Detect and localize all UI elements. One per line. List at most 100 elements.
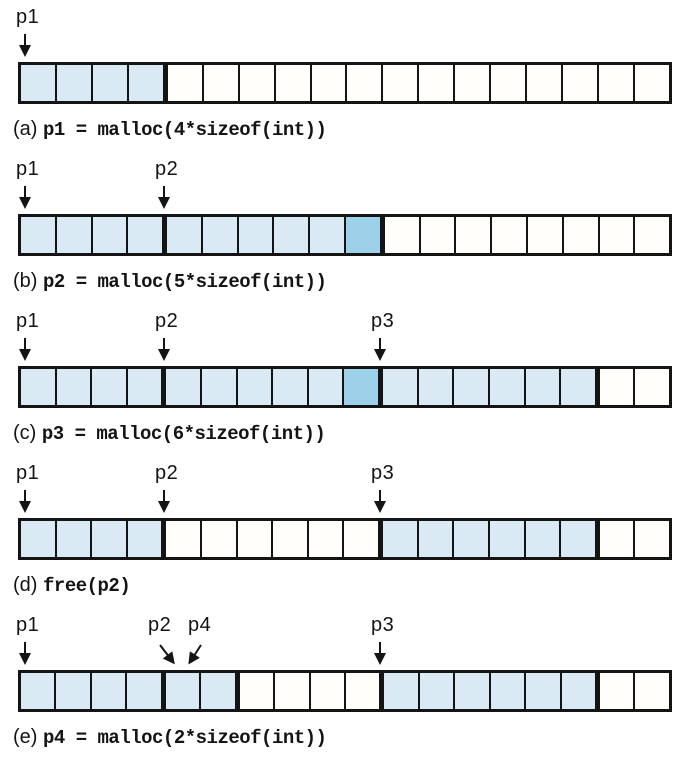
memory-cell-allocated <box>56 217 93 253</box>
memory-cell-free <box>527 65 564 101</box>
memory-cell-free <box>456 217 493 253</box>
caption: (a) p1 = malloc(4*sizeof(int)) <box>13 117 686 142</box>
memory-cell-allocated <box>202 369 238 405</box>
memory-cell-free <box>492 217 528 253</box>
pointer-arrows <box>19 490 386 513</box>
caption-code: p4 = malloc(2*sizeof(int)) <box>43 727 327 749</box>
memory-cell-allocated <box>383 521 419 557</box>
memory-cell-free <box>527 217 564 253</box>
memory-cell-free <box>563 65 599 101</box>
caption-index: (a) <box>13 118 38 140</box>
memory-cell-allocated <box>561 369 600 405</box>
memory-cell-free <box>310 673 346 709</box>
memory-cell-allocated <box>274 217 311 253</box>
memory-cell-free <box>635 217 670 253</box>
memory-cell-padding <box>344 369 384 405</box>
memory-cell-allocated <box>128 217 168 253</box>
pointer-label-p1: p1 <box>16 462 40 484</box>
memory-cell-free <box>491 65 528 101</box>
memory-cell-free <box>599 65 635 101</box>
memory-cell-padding <box>346 217 385 253</box>
pointer-label-p1: p1 <box>16 310 40 332</box>
memory-cell-allocated <box>561 673 600 709</box>
memory-cell-allocated <box>489 369 526 405</box>
memory-cell-free <box>166 521 203 557</box>
memory-array <box>18 518 672 560</box>
caption: (e) p4 = malloc(2*sizeof(int)) <box>13 725 686 750</box>
memory-cell-free <box>635 369 669 405</box>
memory-cell-free <box>599 369 636 405</box>
memory-cell-allocated <box>56 521 93 557</box>
memory-cell-allocated <box>91 673 128 709</box>
pointer-layer: p1 <box>0 4 686 62</box>
memory-cell-allocated <box>525 369 562 405</box>
memory-cell-free <box>345 673 385 709</box>
memory-cell-allocated <box>525 521 562 557</box>
memory-cell-allocated <box>310 217 347 253</box>
memory-cell-allocated <box>561 521 600 557</box>
memory-cell-allocated <box>127 673 166 709</box>
memory-array <box>18 214 672 256</box>
memory-cell-allocated <box>56 65 93 101</box>
caption-index: (c) <box>13 422 37 444</box>
memory-array <box>18 62 672 104</box>
memory-cell-allocated <box>455 673 491 709</box>
memory-cell-allocated <box>383 369 419 405</box>
memory-cell-free <box>600 673 636 709</box>
pointer-arrow-p4 <box>188 644 202 665</box>
memory-cell-allocated <box>92 65 129 101</box>
memory-cell-free <box>635 673 669 709</box>
memory-cell-free <box>455 65 492 101</box>
pointer-arrows <box>19 338 386 361</box>
pointer-label-p1: p1 <box>16 614 40 636</box>
memory-cell-allocated <box>384 673 420 709</box>
memory-cell-free <box>347 65 384 101</box>
memory-cell-allocated <box>21 673 57 709</box>
caption-code: free(p2) <box>43 575 131 597</box>
memory-cell-allocated <box>454 521 490 557</box>
memory-cell-allocated <box>128 65 168 101</box>
memory-cell-free <box>311 65 348 101</box>
pointer-label-p3: p3 <box>371 614 395 636</box>
memory-cell-allocated <box>92 521 128 557</box>
pointer-label-p3: p3 <box>371 462 395 484</box>
pointer-label-p2: p2 <box>155 310 179 332</box>
pointer-label-p4: p4 <box>188 614 212 636</box>
memory-cell-allocated <box>92 369 128 405</box>
pointer-arrows <box>19 186 170 209</box>
pointer-label-p1: p1 <box>16 6 40 28</box>
memory-cell-free <box>239 673 276 709</box>
memory-cell-allocated <box>56 369 93 405</box>
memory-array <box>18 670 672 712</box>
memory-cell-free <box>599 521 636 557</box>
caption-code: p1 = malloc(4*sizeof(int)) <box>43 119 327 141</box>
caption-index: (b) <box>13 270 38 292</box>
pointer-label-p2: p2 <box>155 158 179 180</box>
memory-cell-allocated <box>127 369 167 405</box>
memory-cell-allocated <box>21 369 57 405</box>
memory-cell-free <box>420 217 457 253</box>
memory-cell-allocated <box>167 217 203 253</box>
caption-code: p2 = malloc(5*sizeof(int)) <box>43 271 327 293</box>
memory-cell-allocated <box>21 521 57 557</box>
memory-cell-allocated <box>127 521 167 557</box>
memory-cell-free <box>419 65 456 101</box>
memory-cell-allocated <box>418 521 455 557</box>
memory-cell-free <box>239 65 276 101</box>
memory-cell-allocated <box>454 369 490 405</box>
pointer-arrows <box>19 642 386 665</box>
memory-cell-free <box>599 217 636 253</box>
caption-index: (e) <box>13 726 38 748</box>
memory-cell-free <box>203 65 240 101</box>
memory-cell-free <box>384 217 421 253</box>
memory-cell-allocated <box>308 369 345 405</box>
memory-cell-allocated <box>490 673 527 709</box>
memory-cell-free <box>634 65 669 101</box>
